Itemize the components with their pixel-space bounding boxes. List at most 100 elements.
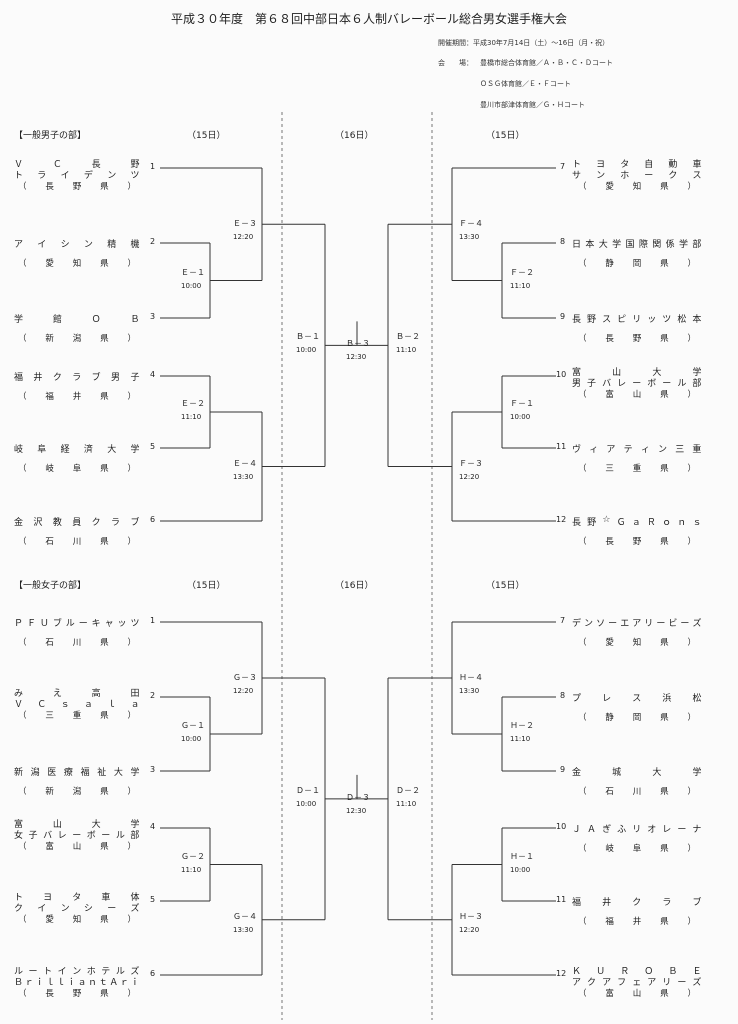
team-name: トヨタ車体	[14, 893, 140, 903]
match-6-time: 11:10	[510, 735, 531, 743]
team-name: 女子バレーボール部	[14, 831, 140, 841]
match-8-time: 13:30	[459, 233, 480, 242]
day-label-center: （16日）	[335, 131, 374, 141]
team-prefecture: （長野県）	[578, 537, 696, 547]
team-number: 9	[560, 312, 566, 321]
final-time: 12:30	[346, 806, 367, 815]
team-number: 6	[150, 969, 156, 978]
team-name: デンソーエアリービーズ	[572, 619, 702, 629]
match-4-code: Ｅ－４	[233, 458, 257, 468]
team-prefecture: （愛知県）	[578, 182, 696, 192]
match-8-code: Ｈ－４	[459, 673, 483, 682]
match-3-code: Ｅ－３	[233, 219, 257, 229]
final-code: Ｂ－３	[346, 339, 370, 349]
team-name: ルートインホテルズ	[14, 967, 140, 977]
team-name: 男子バレーボール部	[572, 379, 702, 389]
match-6-code: Ｈ－２	[510, 721, 534, 730]
team-prefecture: （富山県）	[18, 842, 136, 852]
team-prefecture: （長野県）	[578, 334, 696, 344]
team-name: 長野スピリッツ松本	[572, 315, 702, 325]
team-name: 福井クラブ	[572, 898, 702, 908]
match-1-code: Ｇ－１	[181, 721, 205, 730]
team-number: 5	[150, 895, 156, 904]
match-2-time: 11:10	[181, 413, 202, 421]
team-number: 8	[560, 237, 566, 246]
match-4-time: 13:30	[233, 472, 254, 481]
team-name: アクアフェアリーズ	[572, 978, 702, 988]
team-name: 福井クラブ男子	[14, 373, 140, 383]
team-number: 9	[560, 765, 566, 774]
semi-left-time: 10:00	[296, 346, 317, 355]
team-prefecture: （静岡県）	[578, 713, 696, 723]
match-8-code: Ｆ－４	[459, 219, 483, 229]
team-name: 富山大学	[572, 368, 702, 378]
section-heading: 【一般男子の部】	[14, 131, 87, 141]
team-name: トライデンツ	[14, 171, 140, 181]
match-2-time: 11:10	[181, 865, 202, 874]
team-name: 金城大学	[572, 768, 702, 778]
team-number: 7	[560, 162, 566, 171]
team-number: 1	[150, 616, 156, 625]
match-2-code: Ｅ－２	[181, 399, 205, 408]
match-4-code: Ｇ－４	[233, 911, 257, 921]
team-number: 3	[150, 312, 156, 321]
team-prefecture: （新潟県）	[18, 787, 136, 797]
team-number: 2	[150, 237, 156, 246]
team-number: 4	[150, 370, 156, 379]
match-6-time: 11:10	[510, 281, 531, 290]
match-1-time: 10:00	[181, 735, 202, 743]
team-prefecture: （長野県）	[18, 182, 136, 192]
venue-line-1: 豊橋市総合体育館／Ａ・Ｂ・Ｃ・Ｄコート	[480, 59, 613, 67]
team-name: 新潟医療福祉大学	[14, 768, 140, 778]
day-label-center: （16日）	[335, 581, 374, 591]
team-prefecture: （岐阜県）	[18, 464, 136, 474]
team-name: トヨタ自動車	[572, 160, 702, 170]
team-number: 11	[556, 895, 567, 904]
team-name: 岐阜経済大学	[14, 445, 140, 455]
team-prefecture: （愛知県）	[18, 259, 136, 269]
team-prefecture: （富山県）	[578, 989, 696, 999]
match-5-time: 10:00	[510, 413, 531, 421]
team-number: 10	[556, 822, 567, 831]
team-number: 5	[150, 442, 156, 451]
team-number: 1	[150, 162, 156, 171]
match-7-code: Ｆ－３	[459, 458, 483, 468]
team-name: クインシーズ	[14, 904, 140, 914]
match-3-time: 12:20	[233, 687, 254, 695]
team-prefecture: （静岡県）	[578, 259, 696, 269]
final-code: Ｄ－３	[346, 792, 370, 802]
team-prefecture: （三重県）	[18, 711, 136, 721]
team-name: みえ高田	[14, 689, 140, 699]
team-number: 6	[150, 515, 156, 524]
match-5-time: 10:00	[510, 865, 531, 874]
team-name: 富山大学	[14, 820, 140, 830]
team-number: 12	[556, 515, 567, 524]
day-label-left: （15日）	[187, 131, 226, 141]
team-name: サンホークス	[572, 171, 702, 181]
venue-line-3: 豊川市部津体育館／Ｇ・Ｈコート	[480, 101, 585, 109]
match-4-time: 13:30	[233, 925, 254, 934]
team-prefecture: （石川県）	[18, 537, 136, 547]
team-name: プレス浜松	[572, 694, 702, 704]
match-5-code: Ｈ－１	[510, 851, 534, 861]
match-5-code: Ｆ－１	[510, 399, 534, 408]
team-number: 8	[560, 691, 566, 700]
team-name: 日本大学国際関係学部	[572, 240, 702, 250]
match-7-time: 12:20	[459, 472, 480, 481]
team-prefecture: （三重県）	[578, 464, 696, 474]
semi-left-time: 10:00	[296, 799, 317, 808]
team-number: 11	[556, 442, 567, 451]
team-prefecture: （岐阜県）	[578, 844, 696, 854]
venue-line-2: ＯＳＧ体育館／Ｅ・Ｆコート	[480, 80, 571, 88]
semi-right-code: Ｂ－２	[396, 332, 420, 342]
section-heading: 【一般女子の部】	[14, 581, 87, 591]
team-prefecture: （愛知県）	[578, 638, 696, 648]
team-prefecture: （長野県）	[18, 989, 136, 999]
team-number: 7	[560, 616, 566, 625]
